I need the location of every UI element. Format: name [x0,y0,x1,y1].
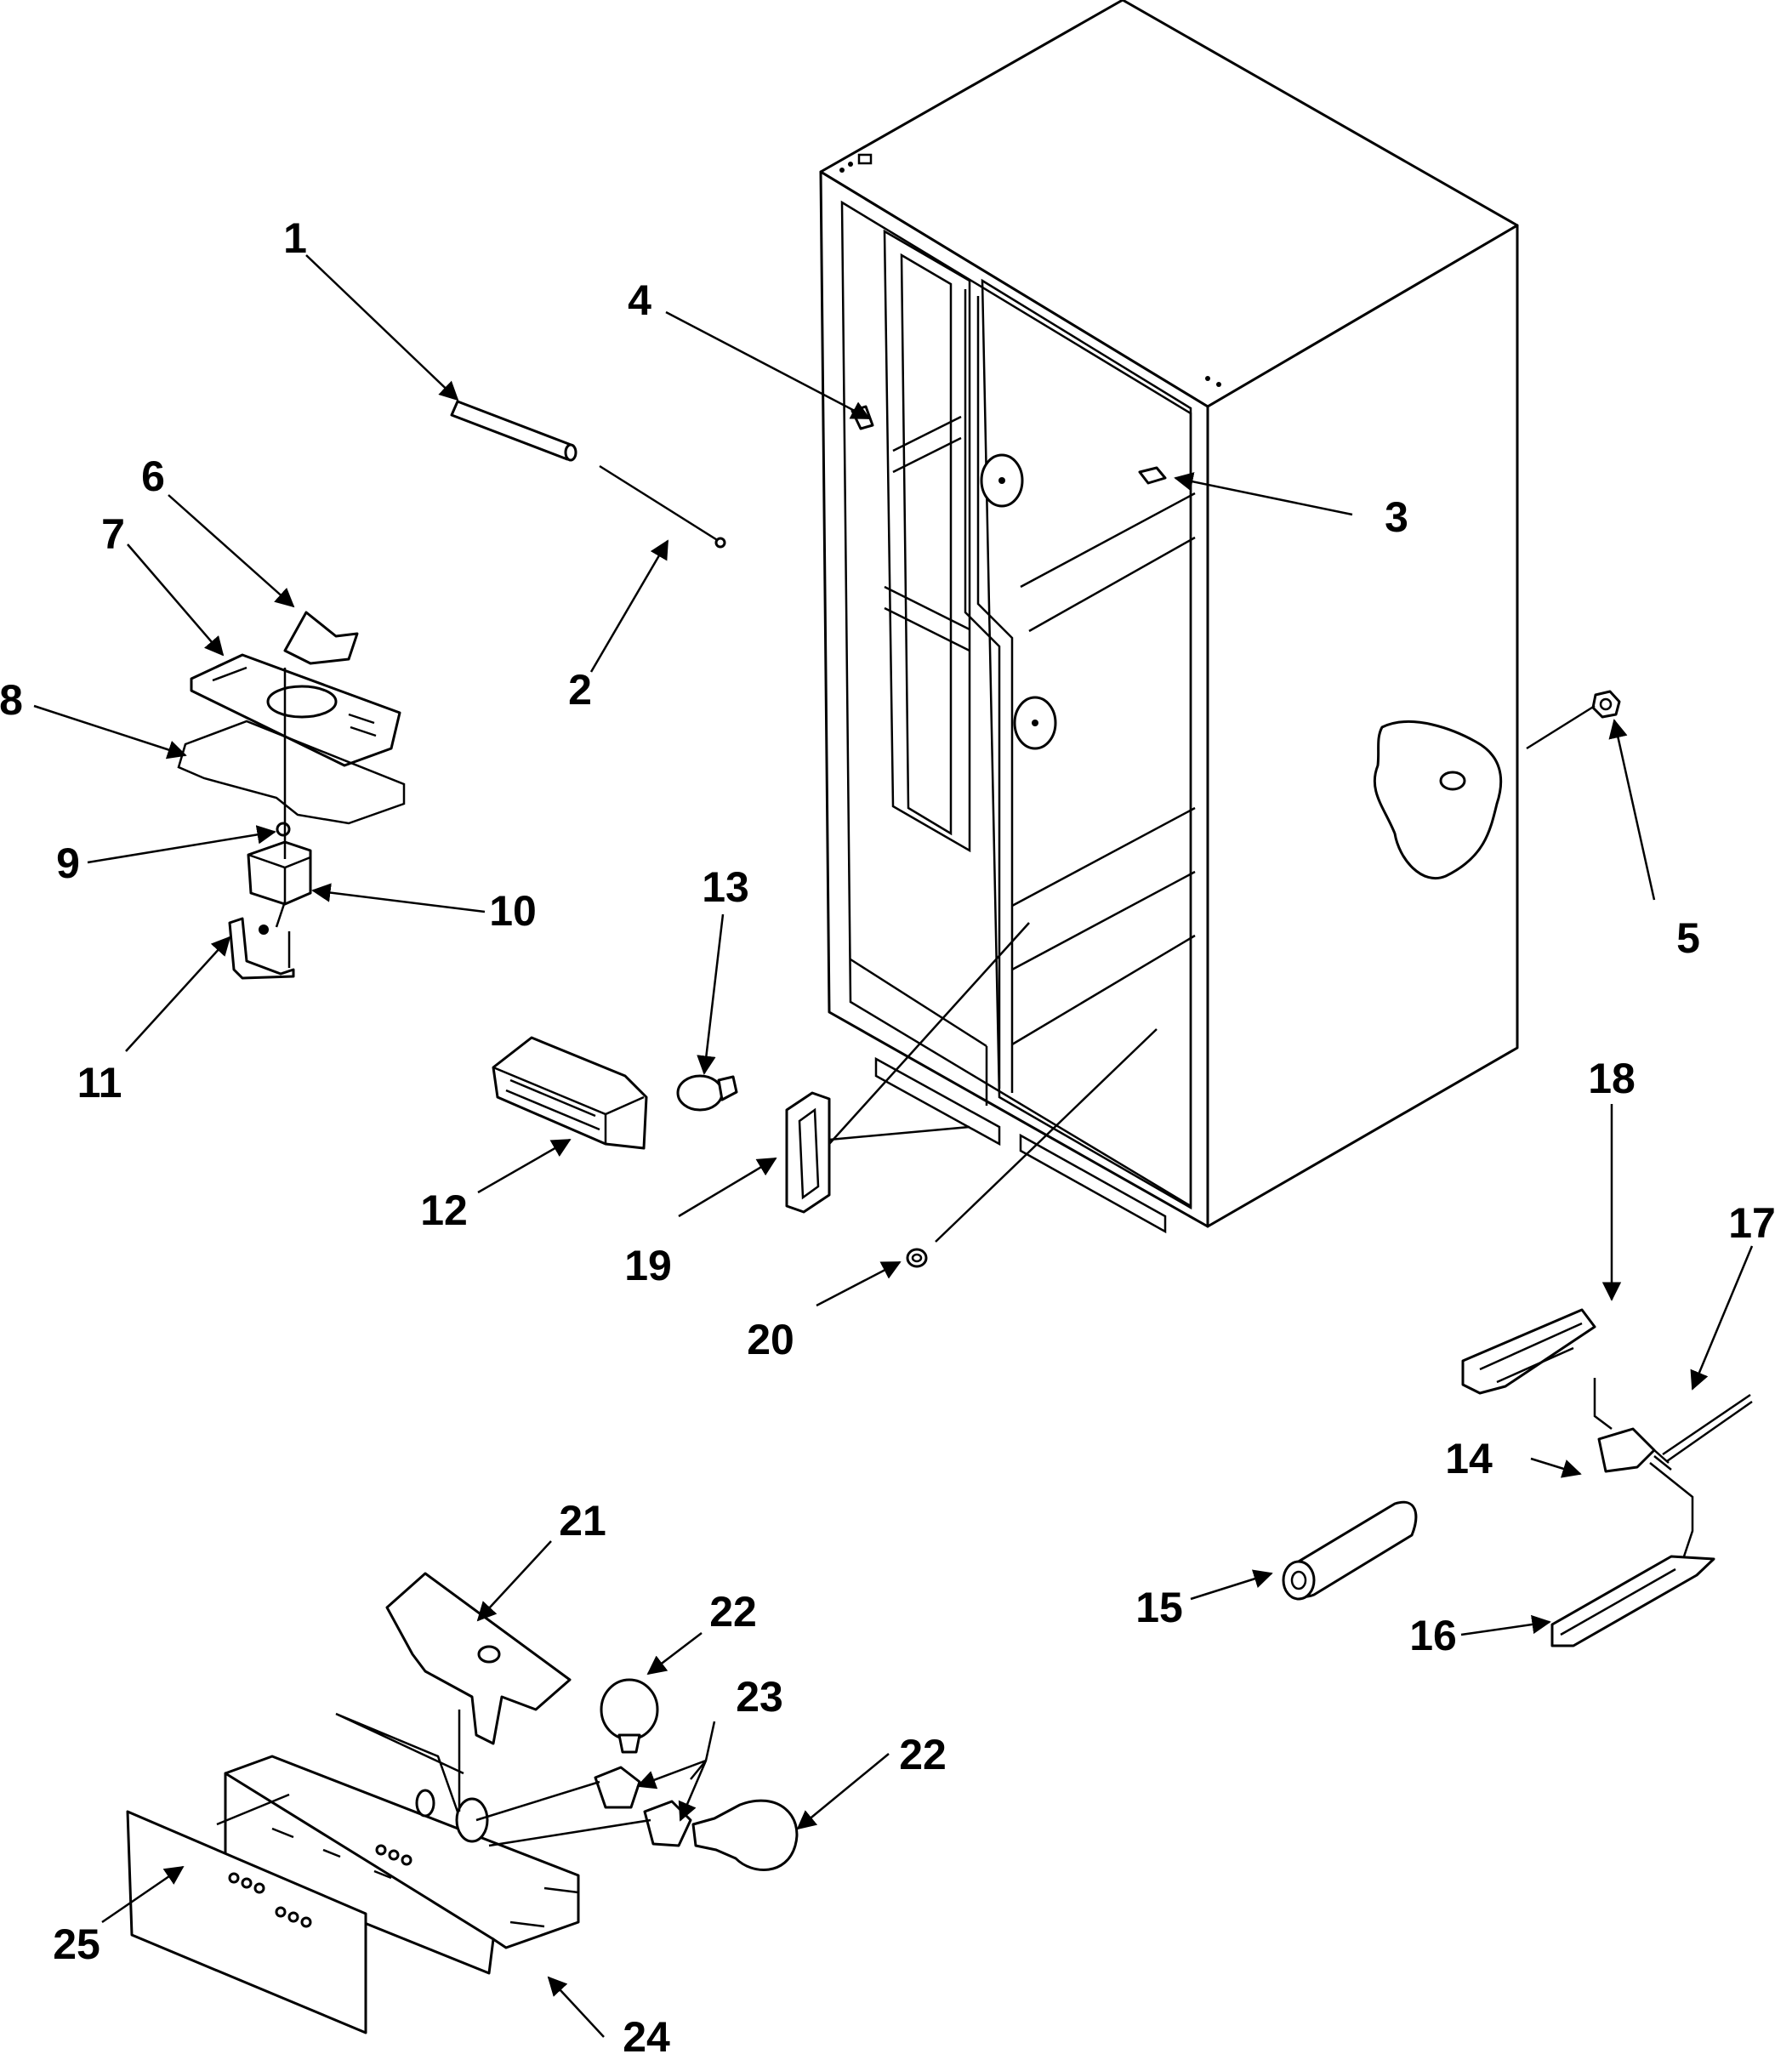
callout-14: 14 [1445,1435,1493,1482]
callout-19: 19 [624,1242,672,1289]
callout-13: 13 [702,863,749,911]
callout-25: 25 [53,1920,100,1968]
callout-labels: 1 2 3 4 5 6 7 8 9 10 11 12 13 14 15 16 1… [0,214,1776,2054]
part-12-light-shield [492,1036,648,1150]
callout-21: 21 [559,1497,606,1545]
callout-20: 20 [747,1316,794,1363]
callout-4: 4 [628,276,651,324]
callout-5: 5 [1676,914,1700,962]
callout-12: 12 [420,1186,468,1234]
callout-1: 1 [283,214,307,262]
callout-6: 6 [141,452,165,500]
callout-8: 8 [0,676,23,724]
callout-7: 7 [101,510,125,558]
callout-15: 15 [1135,1584,1183,1631]
dispenser-housing [126,1572,799,2034]
callout-3: 3 [1385,493,1408,541]
part-20-plug [906,1248,928,1268]
callout-18: 18 [1588,1055,1636,1102]
filter-assembly [1282,1308,1753,1647]
part-3-clip [1138,466,1167,485]
part-19-grommet [785,1091,831,1214]
part-5-plug [1591,690,1621,719]
callout-22-upper: 22 [709,1588,757,1636]
part-1-tube [450,400,577,462]
fan-assembly [177,611,406,980]
callout-23: 23 [736,1673,783,1721]
callout-9: 9 [56,839,80,887]
callout-leaders [33,254,1754,2038]
callout-22-lower: 22 [899,1731,947,1778]
callout-11: 11 [77,1059,122,1107]
callout-10: 10 [489,887,537,935]
part-2-rod [599,464,726,549]
callout-24: 24 [623,2013,670,2054]
callout-17: 17 [1728,1199,1776,1247]
refrigerator-cabinet [819,0,1519,1234]
assembly-lines [216,668,1596,1847]
callout-16: 16 [1409,1612,1457,1659]
part-13-bulb [676,1074,738,1112]
callout-2: 2 [568,666,592,714]
